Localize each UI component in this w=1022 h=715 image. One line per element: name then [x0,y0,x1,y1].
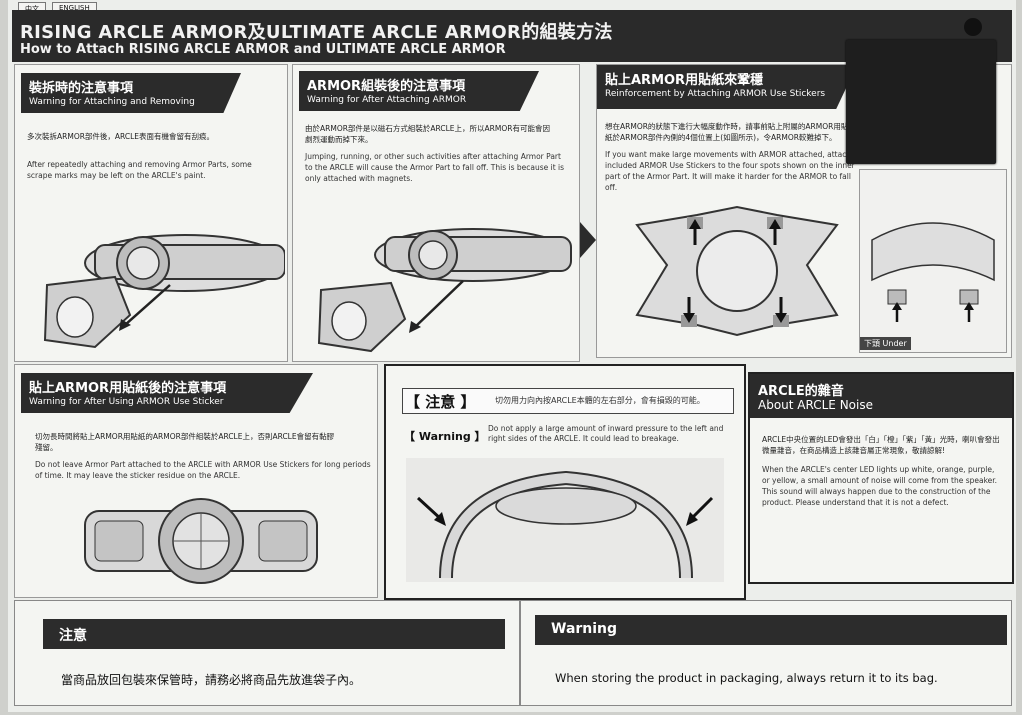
storage-warning-en-bar: Warning [535,615,1007,645]
section-title-zh: 裝拆時的注意事項 [29,81,134,96]
section-banner: ARMOR組裝後的注意事項 Warning for After Attachin… [299,71,539,111]
warning-badge-en: 【 Warning 】 [404,430,486,443]
section-title-zh: ARMOR組裝後的注意事項 [307,79,466,94]
section-body-zh: 想在ARMOR的狀態下進行大幅度動作時，請事前貼上附屬的ARMOR用貼紙於ARM… [605,122,849,142]
armor-sticker-spots-illustration [635,205,839,337]
section-title-en: Warning for After Using ARMOR Use Sticke… [29,397,224,407]
section-body-zh: 由於ARMOR部件是以磁石方式組裝於ARCLE上，所以ARMOR有可能會因劇烈運… [305,124,550,144]
underside-illustration [871,222,995,322]
section-title-en: Warning for After Attaching ARMOR [307,95,467,105]
belt-armor-illustration [43,234,285,349]
section-after-sticker: 貼上ARMOR用貼紙後的注意事項 Warning for After Using… [14,364,378,598]
warning-en-row: 【 Warning 】 Do not apply a large amount … [402,422,732,450]
warning-badge-zh: 【 注意 】 [405,393,476,411]
noise-title-bar: ARCLE的雜音 About ARCLE Noise [750,374,1012,418]
warning-zh-row: 【 注意 】 切勿用力向內按ARCLE本體的左右部分，會有損毀的可能。 [402,388,734,414]
underside-view-box: 下頭 Under [859,169,1007,353]
section-title-en: Reinforcement by Attaching ARMOR Use Sti… [605,89,826,99]
header-title-en: How to Attach RISING ARCLE ARMOR and ULT… [20,42,506,57]
section-title-en: Warning for Attaching and Removing [29,97,195,107]
section-pressure-warning: 【 注意 】 切勿用力向內按ARCLE本體的左右部分，會有損毀的可能。 【 Wa… [384,364,746,600]
section-banner: 貼上ARMOR用貼紙來鞏穩 Reinforcement by Attaching… [597,65,857,109]
section-after-attaching: ARMOR組裝後的注意事項 Warning for After Attachin… [292,64,580,362]
storage-warning-zh: 注意 當商品放回包裝來保管時，請務必將商品先放進袋子內。 [14,600,520,706]
section-body-en: If you want make large movements with AR… [605,150,855,192]
section-body-zh: 多次裝拆ARMOR部件後，ARCLE表面有機會留有刮痕。 [27,132,215,141]
section-body-en: Jumping, running, or other such activiti… [305,152,565,183]
section-title-zh: ARCLE的雜音 [758,384,844,399]
belt-front-illustration [84,498,318,584]
storage-warning-en-title: Warning [551,621,618,637]
warning-text-zh: 切勿用力向內按ARCLE本體的左右部分，會有損毀的可能。 [495,396,705,405]
section-reinforcement: 貼上ARMOR用貼紙來鞏穩 Reinforcement by Attaching… [596,64,1012,358]
section-arcle-noise: ARCLE的雜音 About ARCLE Noise ARCLE中央位置的LED… [748,372,1014,584]
section-body-zh: ARCLE中央位置的LED會發出「白」「橙」「紫」「黃」光時，喇叭會發出微量雜音… [762,435,1000,455]
belt-armor-falling-illustration [317,228,572,353]
instruction-sheet: 中文 ENGLISH RISING ARCLE ARMOR及ULTIMATE A… [8,0,1016,712]
sheet-header: RISING ARCLE ARMOR及ULTIMATE ARCLE ARMOR的… [12,10,1012,62]
header-title-zh: RISING ARCLE ARMOR及ULTIMATE ARCLE ARMOR的… [20,22,613,43]
section-title-zh: 貼上ARMOR用貼紙後的注意事項 [29,381,227,396]
sticker-tab [846,40,996,164]
under-label: 下頭 Under [860,337,911,350]
storage-warning-zh-text: 當商品放回包裝來保管時，請務必將商品先放進袋子內。 [61,673,362,687]
storage-warning-en-text: When storing the product in packaging, a… [555,671,938,685]
section-banner: 貼上ARMOR用貼紙後的注意事項 Warning for After Using… [21,373,313,413]
storage-warning-zh-bar: 注意 [43,619,505,649]
storage-warning-zh-title: 注意 [59,628,87,644]
warning-text-en: Do not apply a large amount of inward pr… [488,424,724,443]
section-title-zh: 貼上ARMOR用貼紙來鞏穩 [605,73,764,88]
section-banner: 裝拆時的注意事項 Warning for Attaching and Remov… [21,73,241,113]
section-attach-remove: 裝拆時的注意事項 Warning for Attaching and Remov… [14,64,288,362]
section-body-en: When the ARCLE's center LED lights up wh… [762,465,998,507]
belt-pressure-illustration [406,458,724,582]
hang-hole [964,18,982,36]
section-body-en: Do not leave Armor Part attached to the … [35,460,371,480]
storage-warning-en: Warning When storing the product in pack… [520,600,1012,706]
section-body-zh: 切勿長時間將貼上ARMOR用貼紙的ARMOR部件組裝於ARCLE上，否則ARCL… [35,432,335,452]
section-body-en: After repeatedly attaching and removing … [27,160,252,180]
next-step-arrow-icon [580,222,596,258]
section-title-en: About ARCLE Noise [758,398,873,412]
